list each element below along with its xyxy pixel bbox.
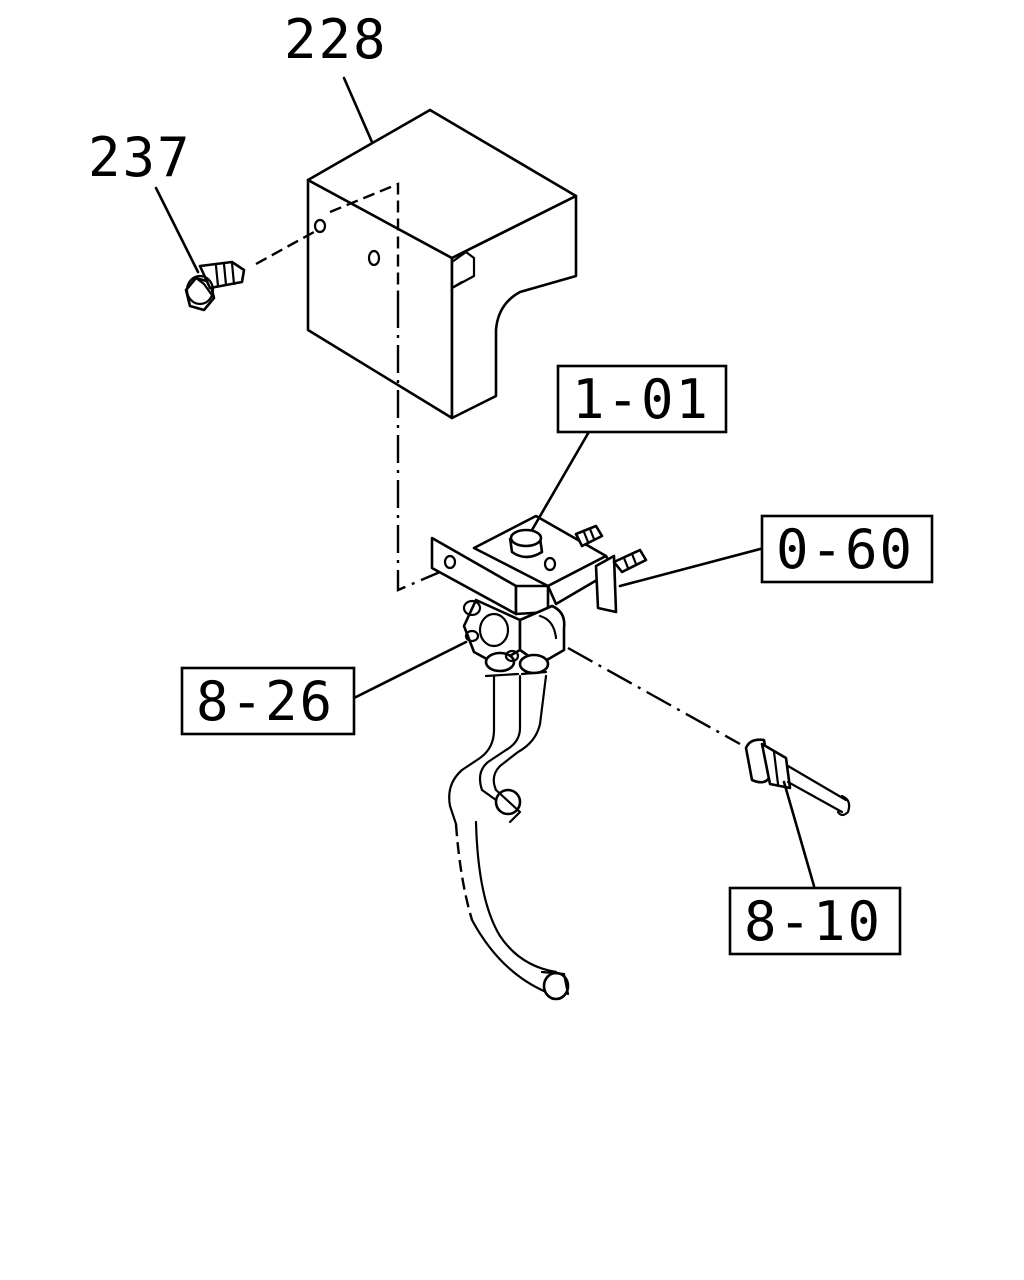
callout-box-8-10 — [728, 886, 902, 956]
callout-box-8-26 — [180, 666, 356, 736]
callout-8-26: 8-26 — [196, 670, 334, 733]
bolt-part — [184, 260, 246, 312]
connector-part — [744, 738, 851, 817]
leader-8-26 — [352, 640, 468, 700]
valve-to-connector-line — [567, 646, 741, 746]
callout-8-10: 8-10 — [744, 890, 882, 953]
leader-237 — [154, 186, 200, 274]
hose-part — [448, 674, 570, 1001]
callout-0-60: 0-60 — [776, 518, 914, 581]
leader-8-10 — [782, 780, 816, 888]
cover-to-valve-line — [396, 300, 441, 592]
leader-0-60 — [618, 546, 766, 588]
callout-box-1-01 — [556, 364, 728, 434]
callout-box-0-60 — [760, 514, 934, 584]
callout-228: 228 — [284, 8, 388, 71]
callout-1-01: 1-01 — [572, 368, 710, 431]
leader-228 — [342, 76, 374, 144]
valve-assembly-part — [430, 514, 648, 678]
callout-237: 237 — [88, 126, 192, 189]
cover-part — [306, 108, 578, 420]
bolt-to-cover-line — [255, 230, 315, 266]
leader-1-01 — [530, 428, 592, 532]
